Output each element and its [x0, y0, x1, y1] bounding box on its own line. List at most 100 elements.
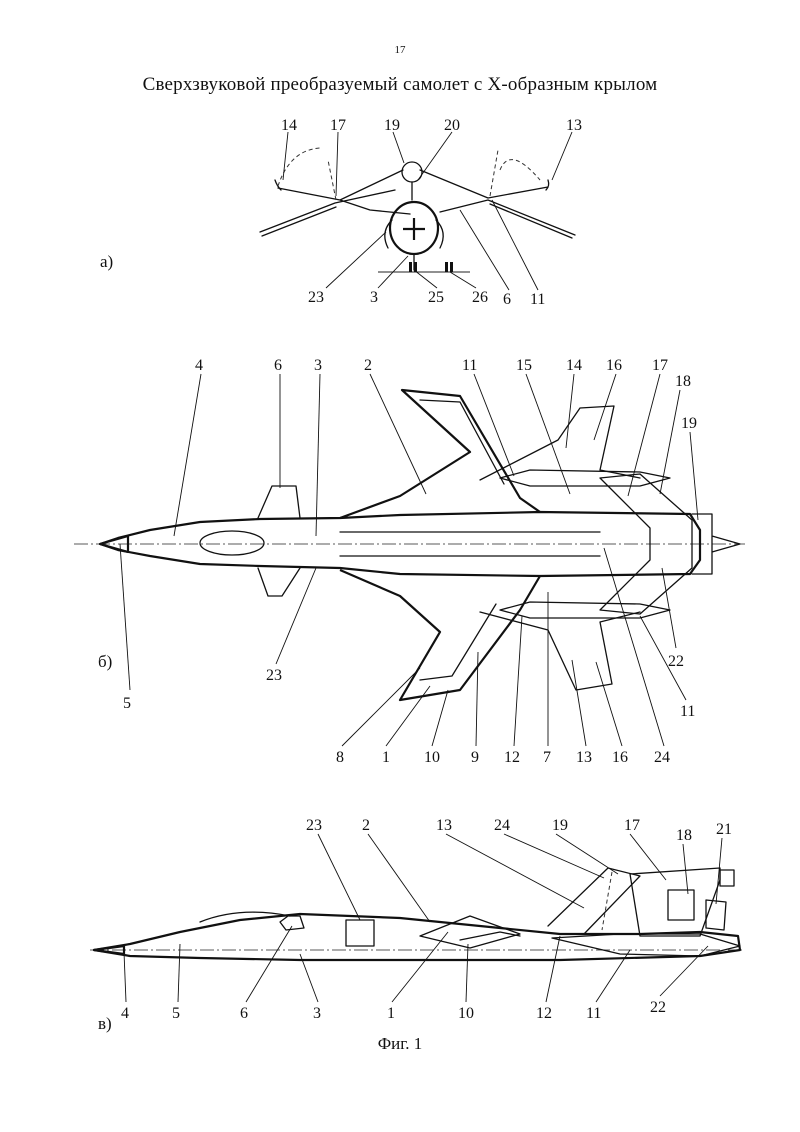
leader-b-17 — [627, 373, 661, 497]
leader-a-26 — [449, 271, 477, 289]
callout-v-11: 11 — [586, 1005, 601, 1022]
callout-b-24: 24 — [654, 749, 670, 766]
panel-label-a: а) — [100, 252, 114, 271]
callout-b-2: 2 — [364, 357, 372, 374]
front-lower-left-wing — [259, 189, 396, 233]
callout-b-8: 8 — [336, 749, 344, 766]
side-canard-6 — [279, 915, 305, 931]
side-view: 23 2 13 24 19 17 18 21 4 5 6 3 1 10 12 1… — [90, 817, 745, 1022]
leader-b-22 — [661, 567, 677, 649]
front-lower-left-wing-edge — [261, 206, 337, 237]
side-fuselage — [92, 912, 742, 962]
callout-a-11: 11 — [530, 291, 545, 308]
panel-label-v: в) — [98, 1014, 112, 1033]
leader-v-13 — [445, 833, 585, 909]
callout-a-14: 14 — [281, 117, 297, 134]
callout-a-13: 13 — [566, 117, 582, 134]
callout-v-18: 18 — [676, 827, 692, 844]
leader-a-19 — [392, 131, 405, 164]
leader-b-15 — [525, 373, 571, 495]
front-right-intake — [435, 219, 444, 249]
callout-a-20: 20 — [444, 117, 460, 134]
top-fuselage — [98, 510, 702, 578]
callout-v-10: 10 — [458, 1005, 474, 1022]
callout-b-15: 15 — [516, 357, 532, 374]
top-upper-wing-flap — [419, 399, 505, 485]
leader-v-23 — [317, 833, 361, 921]
callout-b-11: 11 — [462, 357, 477, 374]
callout-b-11b: 11 — [680, 703, 695, 720]
callout-a-19: 19 — [384, 117, 400, 134]
callout-b-19: 19 — [681, 415, 697, 432]
leader-b-3 — [315, 373, 321, 537]
callout-b-5: 5 — [123, 695, 131, 712]
leader-b-11b — [639, 615, 687, 701]
callout-b-4: 4 — [195, 357, 203, 374]
front-folded-position-right — [489, 149, 499, 197]
leader-v-6 — [245, 925, 293, 1003]
leader-a-23 — [325, 231, 387, 289]
callout-v-12: 12 — [536, 1005, 552, 1022]
side-tail-17-18 — [629, 867, 721, 937]
side-rudder-21 — [705, 899, 727, 931]
callout-v-22: 22 — [650, 999, 666, 1016]
top-upper-pod — [499, 469, 671, 487]
callout-a-3: 3 — [370, 289, 378, 306]
callout-b-16b: 16 — [612, 749, 628, 766]
leader-b-13 — [571, 659, 587, 747]
front-view: 14 17 19 20 13 23 3 25 26 6 11 — [259, 117, 582, 308]
leader-b-24 — [603, 547, 665, 747]
front-fold-arc-right — [499, 159, 541, 181]
front-left-wingtip-14 — [274, 179, 282, 191]
callout-b-16: 16 — [606, 357, 622, 374]
leader-a-11 — [491, 199, 539, 291]
callout-b-6: 6 — [274, 357, 282, 374]
leader-a-3 — [377, 255, 409, 289]
callout-b-23: 23 — [266, 667, 282, 684]
callout-b-14: 14 — [566, 357, 582, 374]
top-lower-aft-wing-13 — [479, 611, 641, 691]
callout-v-24: 24 — [494, 817, 510, 834]
callout-b-17: 17 — [652, 357, 668, 374]
callout-v-1: 1 — [387, 1005, 395, 1022]
side-canopy — [199, 911, 291, 923]
leader-b-8 — [341, 667, 421, 747]
top-tail-surfaces — [599, 473, 693, 615]
leader-v-19 — [555, 833, 619, 875]
leader-v-5 — [177, 943, 181, 1003]
callout-v-6: 6 — [240, 1005, 248, 1022]
front-gear-25b — [414, 262, 417, 272]
side-engine-19 — [719, 869, 735, 887]
side-wing-1 — [419, 915, 521, 949]
callout-b-7: 7 — [543, 749, 551, 766]
top-lower-wing-flap — [419, 603, 497, 681]
leader-b-16 — [593, 373, 617, 441]
leader-b-5 — [119, 543, 131, 691]
side-intake-23 — [345, 919, 375, 947]
leader-b-16b — [595, 661, 623, 747]
side-nose-probe — [92, 944, 126, 956]
callout-v-2: 2 — [362, 817, 370, 834]
callout-v-5: 5 — [172, 1005, 180, 1022]
side-aft-wing-13 — [547, 867, 641, 935]
top-lower-forward-wing — [339, 568, 541, 702]
callout-b-22: 22 — [668, 653, 684, 670]
leader-v-10 — [465, 943, 469, 1003]
callout-v-4: 4 — [121, 1005, 129, 1022]
side-fold-line — [601, 871, 613, 931]
callout-v-19: 19 — [552, 817, 568, 834]
top-canard-upper — [257, 485, 301, 519]
front-gear-26a — [445, 262, 448, 272]
front-nose-cross — [403, 218, 425, 240]
callout-b-18: 18 — [675, 373, 691, 390]
callout-a-6: 6 — [503, 291, 511, 308]
callout-b-13: 13 — [576, 749, 592, 766]
leader-v-2 — [367, 833, 431, 923]
leader-v-11 — [595, 949, 631, 1003]
front-gear-25a — [409, 262, 412, 272]
front-right-wingtip-13 — [545, 179, 550, 191]
leader-v-21 — [715, 837, 723, 905]
side-pod-11 — [551, 933, 741, 957]
leader-v-3 — [299, 953, 319, 1003]
